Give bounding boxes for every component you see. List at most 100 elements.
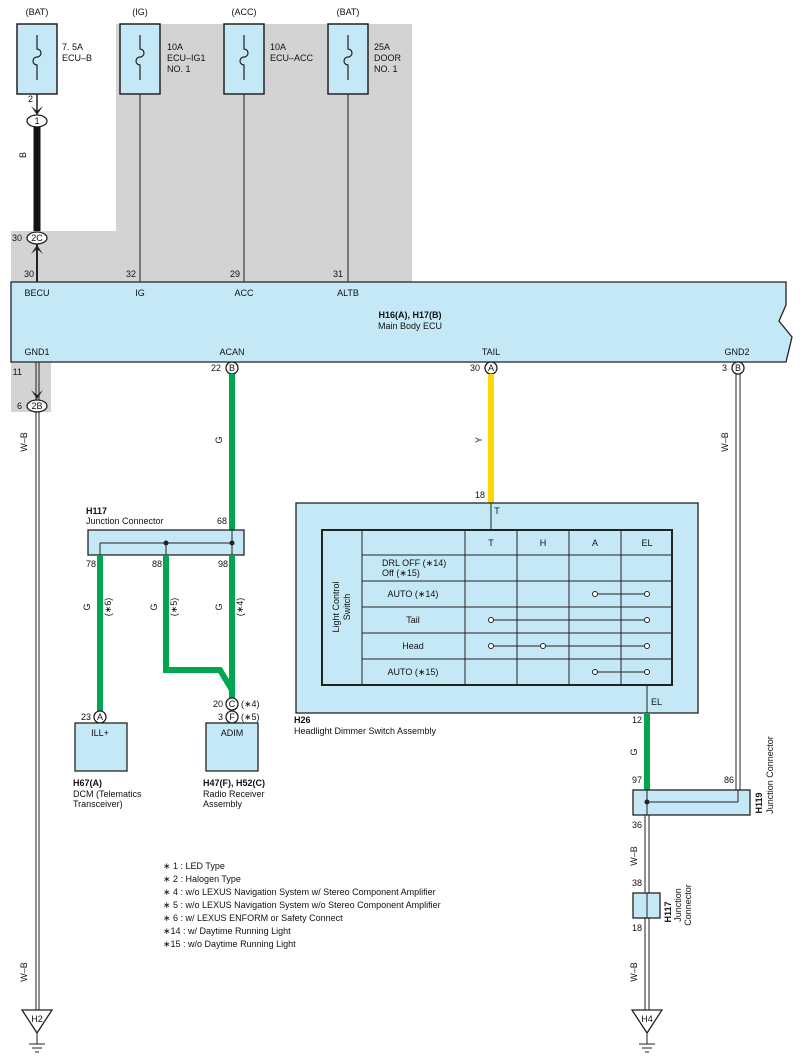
component-name: Junction Connector bbox=[86, 516, 164, 526]
pin-number: 38 bbox=[632, 878, 642, 888]
pin-number: 78 bbox=[86, 559, 96, 569]
component-code: H117 bbox=[86, 506, 107, 516]
connector-label: F bbox=[229, 712, 235, 722]
connector-circle bbox=[731, 361, 745, 375]
terminal-label: TAIL bbox=[482, 347, 500, 357]
pin-number: 18 bbox=[632, 923, 642, 933]
connector-label: 2C bbox=[31, 233, 43, 243]
connector-label: A bbox=[488, 363, 494, 373]
ground-point-label: H2 bbox=[31, 1014, 43, 1024]
splice-dot bbox=[644, 799, 650, 805]
connector-label: 1 bbox=[34, 116, 39, 126]
wire-color-label: W–B bbox=[19, 962, 29, 982]
row-label: Head bbox=[402, 641, 424, 651]
wire-color-label: G bbox=[214, 603, 224, 610]
switch-contact-auto15 bbox=[592, 669, 650, 675]
row-label: AUTO (∗15) bbox=[388, 667, 439, 677]
pin-number: 98 bbox=[218, 559, 228, 569]
row-label: DRL OFF (∗14) bbox=[382, 558, 446, 568]
footnote: ∗ 5 : w/o LEXUS Navigation System w/o St… bbox=[163, 900, 441, 910]
wire-tail: 30 A Y 18 bbox=[470, 361, 498, 503]
connector-label: 2B bbox=[31, 401, 42, 411]
wire-to-ground-h4: W–B bbox=[629, 918, 650, 1010]
connector-label: C bbox=[229, 699, 236, 709]
component-name: Main Body ECU bbox=[378, 321, 442, 331]
wire-becu: 2 1 B 30 2C bbox=[12, 94, 48, 282]
footnote: ∗ 2 : Halogen Type bbox=[163, 874, 241, 884]
column-header: A bbox=[592, 538, 598, 548]
component-code: H67(A) bbox=[73, 778, 102, 788]
wire-el: 12 G bbox=[629, 713, 650, 790]
fuse-source-label: (BAT) bbox=[26, 7, 49, 17]
component-code: H16(A), H17(B) bbox=[378, 310, 441, 320]
connector-label: A bbox=[97, 712, 103, 722]
component-name: Junction bbox=[673, 888, 683, 922]
pin-number: 30 bbox=[470, 363, 480, 373]
pin-number: 23 bbox=[81, 712, 91, 722]
fuse-rating: 25A bbox=[374, 42, 390, 52]
wire-color-label: G bbox=[149, 603, 159, 610]
wire-color-label: B bbox=[18, 152, 28, 158]
component-h67-dcm: 23 A ILL+ H67(A) DCM (Telematics Transce… bbox=[73, 710, 142, 809]
wire-note: (∗5) bbox=[169, 598, 179, 617]
fuse-name: ECU–IG1 bbox=[167, 53, 206, 63]
footnotes: ∗ 1 : LED Type ∗ 2 : Halogen Type ∗ 4 : … bbox=[163, 861, 441, 949]
wire-to-ill: G (∗6) bbox=[82, 555, 113, 712]
connector-note: (∗5) bbox=[241, 712, 260, 722]
column-header: EL bbox=[641, 538, 652, 548]
pin-number: 86 bbox=[724, 775, 734, 785]
terminal-label: EL bbox=[651, 697, 662, 707]
footnote: ∗ 1 : LED Type bbox=[163, 861, 225, 871]
pin-number: 2 bbox=[28, 94, 33, 104]
fuse-rating: 10A bbox=[270, 42, 286, 52]
pin-number: 68 bbox=[217, 516, 227, 526]
fuse-ecu-acc: (ACC) 10A ECU–ACC bbox=[223, 7, 314, 95]
component-h47-radio: 20 C (∗4) 3 F (∗5) ADIM H47(F), H52(C) R… bbox=[203, 697, 265, 809]
switch-contact-auto14 bbox=[592, 591, 650, 597]
column-header: T bbox=[488, 538, 494, 548]
ground-symbol-icon bbox=[20, 1009, 54, 1035]
row-label: Tail bbox=[406, 615, 420, 625]
wire-color-label: W–B bbox=[720, 432, 730, 452]
component-name: Junction Connector bbox=[765, 736, 775, 814]
footnote: ∗15 : w/o Daytime Running Light bbox=[163, 939, 296, 949]
terminal-label: ADIM bbox=[221, 728, 244, 738]
row-label: AUTO (∗14) bbox=[388, 589, 439, 599]
fuse-source-label: (IG) bbox=[132, 7, 148, 17]
wire-note: (∗4) bbox=[235, 598, 245, 617]
terminal-label: ACAN bbox=[219, 347, 244, 357]
connector-label: B bbox=[229, 363, 235, 373]
terminal-label: GND1 bbox=[24, 347, 49, 357]
component-code: H117 bbox=[663, 901, 673, 922]
ground-h2: H2 bbox=[20, 1009, 54, 1053]
pin-number: 3 bbox=[218, 712, 223, 722]
wire-note: (∗6) bbox=[103, 598, 113, 617]
fuse-name: DOOR bbox=[374, 53, 402, 63]
pin-number: 11 bbox=[13, 367, 22, 377]
fuse-rating: 7. 5A bbox=[62, 42, 83, 52]
footnote: ∗ 6 : w/ LEXUS ENFORM or Safety Connect bbox=[163, 913, 343, 923]
switch-contact-tail bbox=[488, 617, 650, 623]
splice-dot bbox=[163, 540, 169, 546]
pin-number: 97 bbox=[632, 775, 642, 785]
pin-number: 29 bbox=[230, 269, 240, 279]
component-code: H119 bbox=[754, 792, 764, 813]
fuse-name: ECU–B bbox=[62, 53, 92, 63]
pin-number: 22 bbox=[211, 363, 221, 373]
switch-label-2: Switch bbox=[342, 594, 352, 621]
fuse-source-label: (ACC) bbox=[232, 7, 257, 17]
fuse-icon bbox=[135, 35, 145, 80]
fuse-ecu-ig1: (IG) 10A ECU–IG1 NO. 1 bbox=[119, 7, 206, 95]
component-name-2: Transceiver) bbox=[73, 799, 123, 809]
footnote: ∗ 4 : w/o LEXUS Navigation System w/ Ste… bbox=[163, 887, 436, 897]
connector-oval bbox=[26, 399, 48, 413]
pin-number: 36 bbox=[632, 820, 642, 830]
connector-arrow-icon bbox=[31, 390, 43, 399]
fuse-name: ECU–ACC bbox=[270, 53, 314, 63]
component-h26-dimmer-switch: T T H A EL Light Control Switch DRL OFF … bbox=[294, 502, 699, 736]
pin-number: 31 bbox=[333, 269, 343, 279]
wire-h119-to-h117: W–B bbox=[629, 815, 650, 893]
column-header: H bbox=[540, 538, 547, 548]
fuse-name-2: NO. 1 bbox=[167, 64, 191, 74]
